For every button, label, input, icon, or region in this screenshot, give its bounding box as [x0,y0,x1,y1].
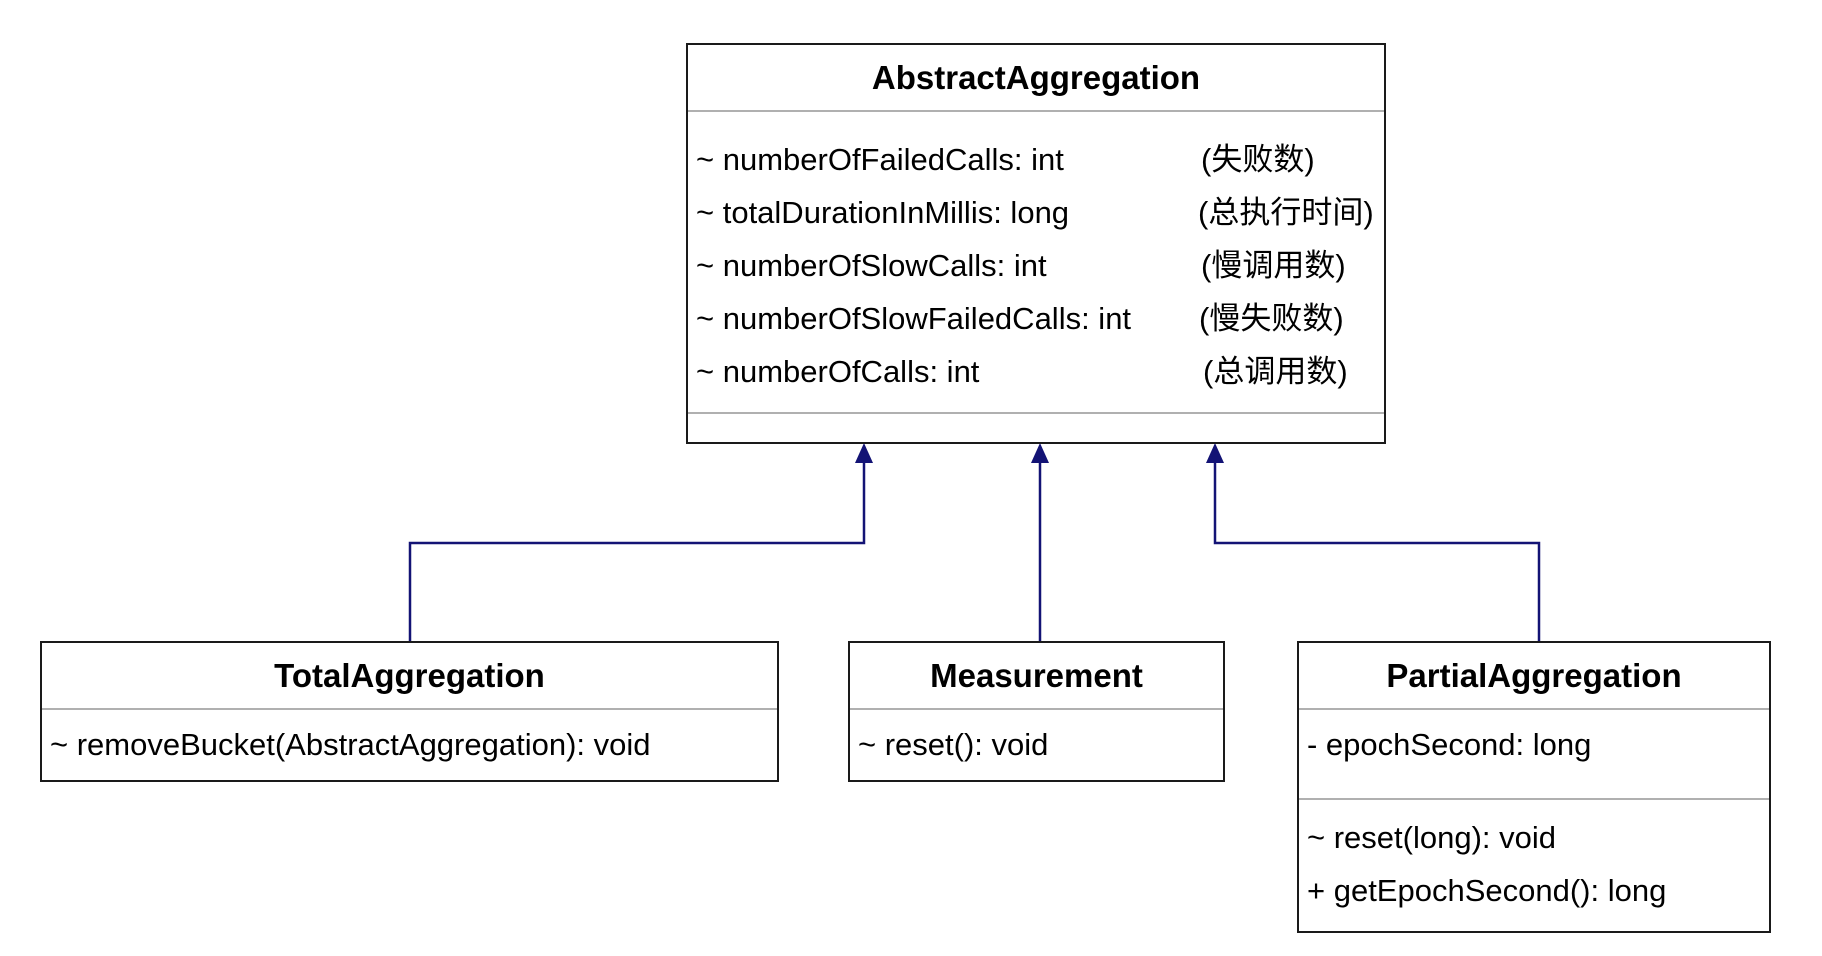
attribute-note: (总调用数) [1203,354,1348,389]
operations-section: ~ reset(): void [850,710,1223,771]
attribute-note: (总执行时间) [1198,195,1374,230]
attribute-note: (失败数) [1201,142,1315,177]
generalization-partial-to-abstract [1206,443,1541,641]
attribute-row: - epochSecond: long [1307,727,1592,762]
attribute-signature: ~ numberOfSlowFailedCalls: int [696,301,1132,336]
attribute-signature: ~ totalDurationInMillis: long [696,195,1070,230]
attribute-row: ~ numberOfSlowFailedCalls: int (慢失败数) [696,292,1384,345]
arrowhead-icon [855,443,873,463]
operations-section: ~ removeBucket(AbstractAggregation): voi… [42,710,777,771]
generalization-total-to-abstract [408,443,873,641]
attribute-signature: ~ numberOfCalls: int [696,354,980,389]
attribute-row: ~ numberOfSlowCalls: int (慢调用数) [696,239,1384,292]
class-total-aggregation[interactable]: TotalAggregation ~ removeBucket(Abstract… [40,641,779,782]
generalization-measurement-to-abstract [1031,443,1049,641]
operation-row: ~ reset(long): void [1307,820,1556,855]
operation-row: ~ removeBucket(AbstractAggregation): voi… [50,727,651,762]
attribute-signature: ~ numberOfFailedCalls: int [696,142,1064,177]
attribute-note: (慢调用数) [1201,248,1346,283]
operations-section [688,414,1384,440]
attribute-row: ~ totalDurationInMillis: long (总执行时间) [696,186,1384,239]
class-measurement[interactable]: Measurement ~ reset(): void [848,641,1225,782]
attribute-row: ~ numberOfFailedCalls: int (失败数) [696,133,1384,186]
class-name: PartialAggregation [1299,643,1769,710]
operation-row: + getEpochSecond(): long [1307,873,1667,908]
operation-row: ~ reset(): void [858,727,1049,762]
class-name: TotalAggregation [42,643,777,710]
class-abstract-aggregation[interactable]: AbstractAggregation ~ numberOfFailedCall… [686,43,1386,444]
attribute-note: (慢失败数) [1199,301,1344,336]
arrowhead-icon [1206,443,1224,463]
arrowhead-icon [1031,443,1049,463]
class-name: Measurement [850,643,1223,710]
class-name: AbstractAggregation [688,45,1384,112]
attributes-section: ~ numberOfFailedCalls: int (失败数) ~ total… [688,112,1384,414]
attribute-row: ~ numberOfCalls: int (总调用数) [696,345,1384,398]
attribute-signature: ~ numberOfSlowCalls: int [696,248,1047,283]
attributes-section: - epochSecond: long [1299,710,1769,800]
operations-section: ~ reset(long): void + getEpochSecond(): … [1299,800,1769,917]
class-partial-aggregation[interactable]: PartialAggregation - epochSecond: long ~… [1297,641,1771,933]
